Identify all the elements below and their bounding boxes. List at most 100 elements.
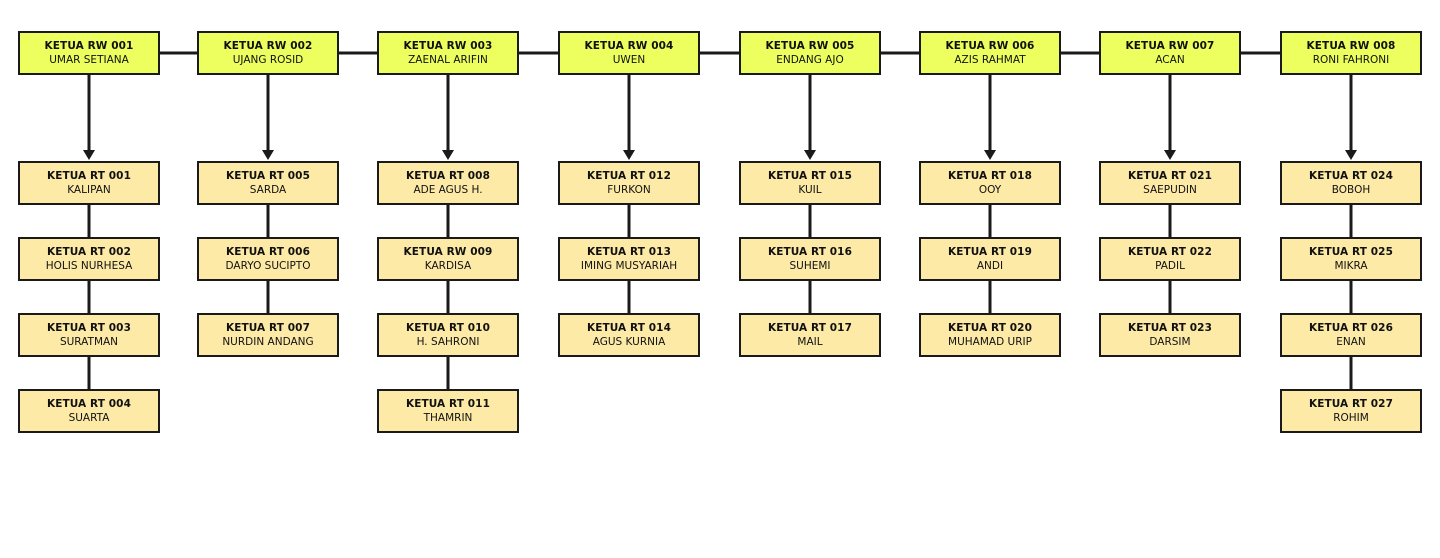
rw-arrow-head-4 (623, 150, 635, 160)
node-person: ANDI (976, 260, 1004, 272)
rw-arrow-head-5 (804, 150, 816, 160)
node-role: KETUA RW 001 (44, 40, 134, 52)
node-role: KETUA RT 001 (46, 170, 131, 182)
node-person: DARSIM (1149, 336, 1191, 348)
rw-arrow-head-3 (442, 150, 454, 160)
node-person: MUHAMAD URIP (948, 336, 1032, 348)
node-role: KETUA RT 010 (405, 322, 490, 334)
node-role: KETUA RT 014 (586, 322, 671, 334)
node-person: UMAR SETIANA (49, 54, 129, 66)
node-person: UJANG ROSID (232, 54, 304, 66)
node-role: KETUA RT 020 (947, 322, 1032, 334)
node-role: KETUA RW 007 (1125, 40, 1215, 52)
node-person: SUHEMI (789, 260, 831, 272)
rw-arrow-head-2 (262, 150, 274, 160)
node-person: OOY (978, 184, 1002, 196)
node-person: ACAN (1155, 54, 1185, 66)
node-role: KETUA RW 003 (403, 40, 493, 52)
node-role: KETUA RT 007 (225, 322, 310, 334)
node-person: NURDIN ANDANG (222, 336, 314, 348)
node-person: AGUS KURNIA (592, 336, 666, 348)
node-person: BOBOH (1331, 184, 1371, 196)
node-role: KETUA RT 005 (225, 170, 310, 182)
node-person: ZAENAL ARIFIN (408, 54, 488, 66)
node-person: THAMRIN (423, 412, 473, 424)
node-role: KETUA RT 003 (46, 322, 131, 334)
node-person: SARDA (249, 184, 287, 196)
rw-arrow-head-6 (984, 150, 996, 160)
node-role: KETUA RT 015 (767, 170, 852, 182)
node-role: KETUA RT 004 (46, 398, 131, 410)
node-role: KETUA RW 009 (403, 246, 493, 258)
node-role: KETUA RT 013 (586, 246, 671, 258)
rw-arrow-head-8 (1345, 150, 1357, 160)
node-role: KETUA RW 008 (1306, 40, 1396, 52)
node-person: ENAN (1336, 336, 1366, 348)
node-role: KETUA RT 018 (947, 170, 1032, 182)
node-person: KALIPAN (67, 184, 111, 196)
rw-arrow-head-7 (1164, 150, 1176, 160)
rw-arrow-head-1 (83, 150, 95, 160)
node-role: KETUA RT 019 (947, 246, 1032, 258)
node-role: KETUA RT 024 (1308, 170, 1393, 182)
node-person: RONI FAHRONI (1312, 54, 1390, 66)
node-role: KETUA RW 005 (765, 40, 855, 52)
node-role: KETUA RT 023 (1127, 322, 1212, 334)
node-person: KUIL (798, 184, 822, 196)
node-role: KETUA RW 002 (223, 40, 313, 52)
node-role: KETUA RT 025 (1308, 246, 1393, 258)
node-role: KETUA RT 017 (767, 322, 852, 334)
node-person: AZIS RAHMAT (954, 54, 1026, 66)
node-person: IMING MUSYARIAH (580, 260, 678, 272)
node-role: KETUA RT 027 (1308, 398, 1393, 410)
node-role: KETUA RW 004 (584, 40, 674, 52)
node-role: KETUA RW 006 (945, 40, 1035, 52)
node-role: KETUA RT 021 (1127, 170, 1212, 182)
node-role: KETUA RT 006 (225, 246, 310, 258)
node-person: MAIL (797, 336, 823, 348)
node-person: PADIL (1155, 260, 1185, 272)
node-person: ADE AGUS H. (413, 184, 483, 196)
node-person: ENDANG AJO (776, 54, 844, 66)
node-role: KETUA RT 002 (46, 246, 131, 258)
node-person: ROHIM (1333, 412, 1369, 424)
node-person: DARYO SUCIPTO (225, 260, 311, 272)
node-role: KETUA RT 008 (405, 170, 490, 182)
node-person: HOLIS NURHESA (45, 260, 133, 272)
